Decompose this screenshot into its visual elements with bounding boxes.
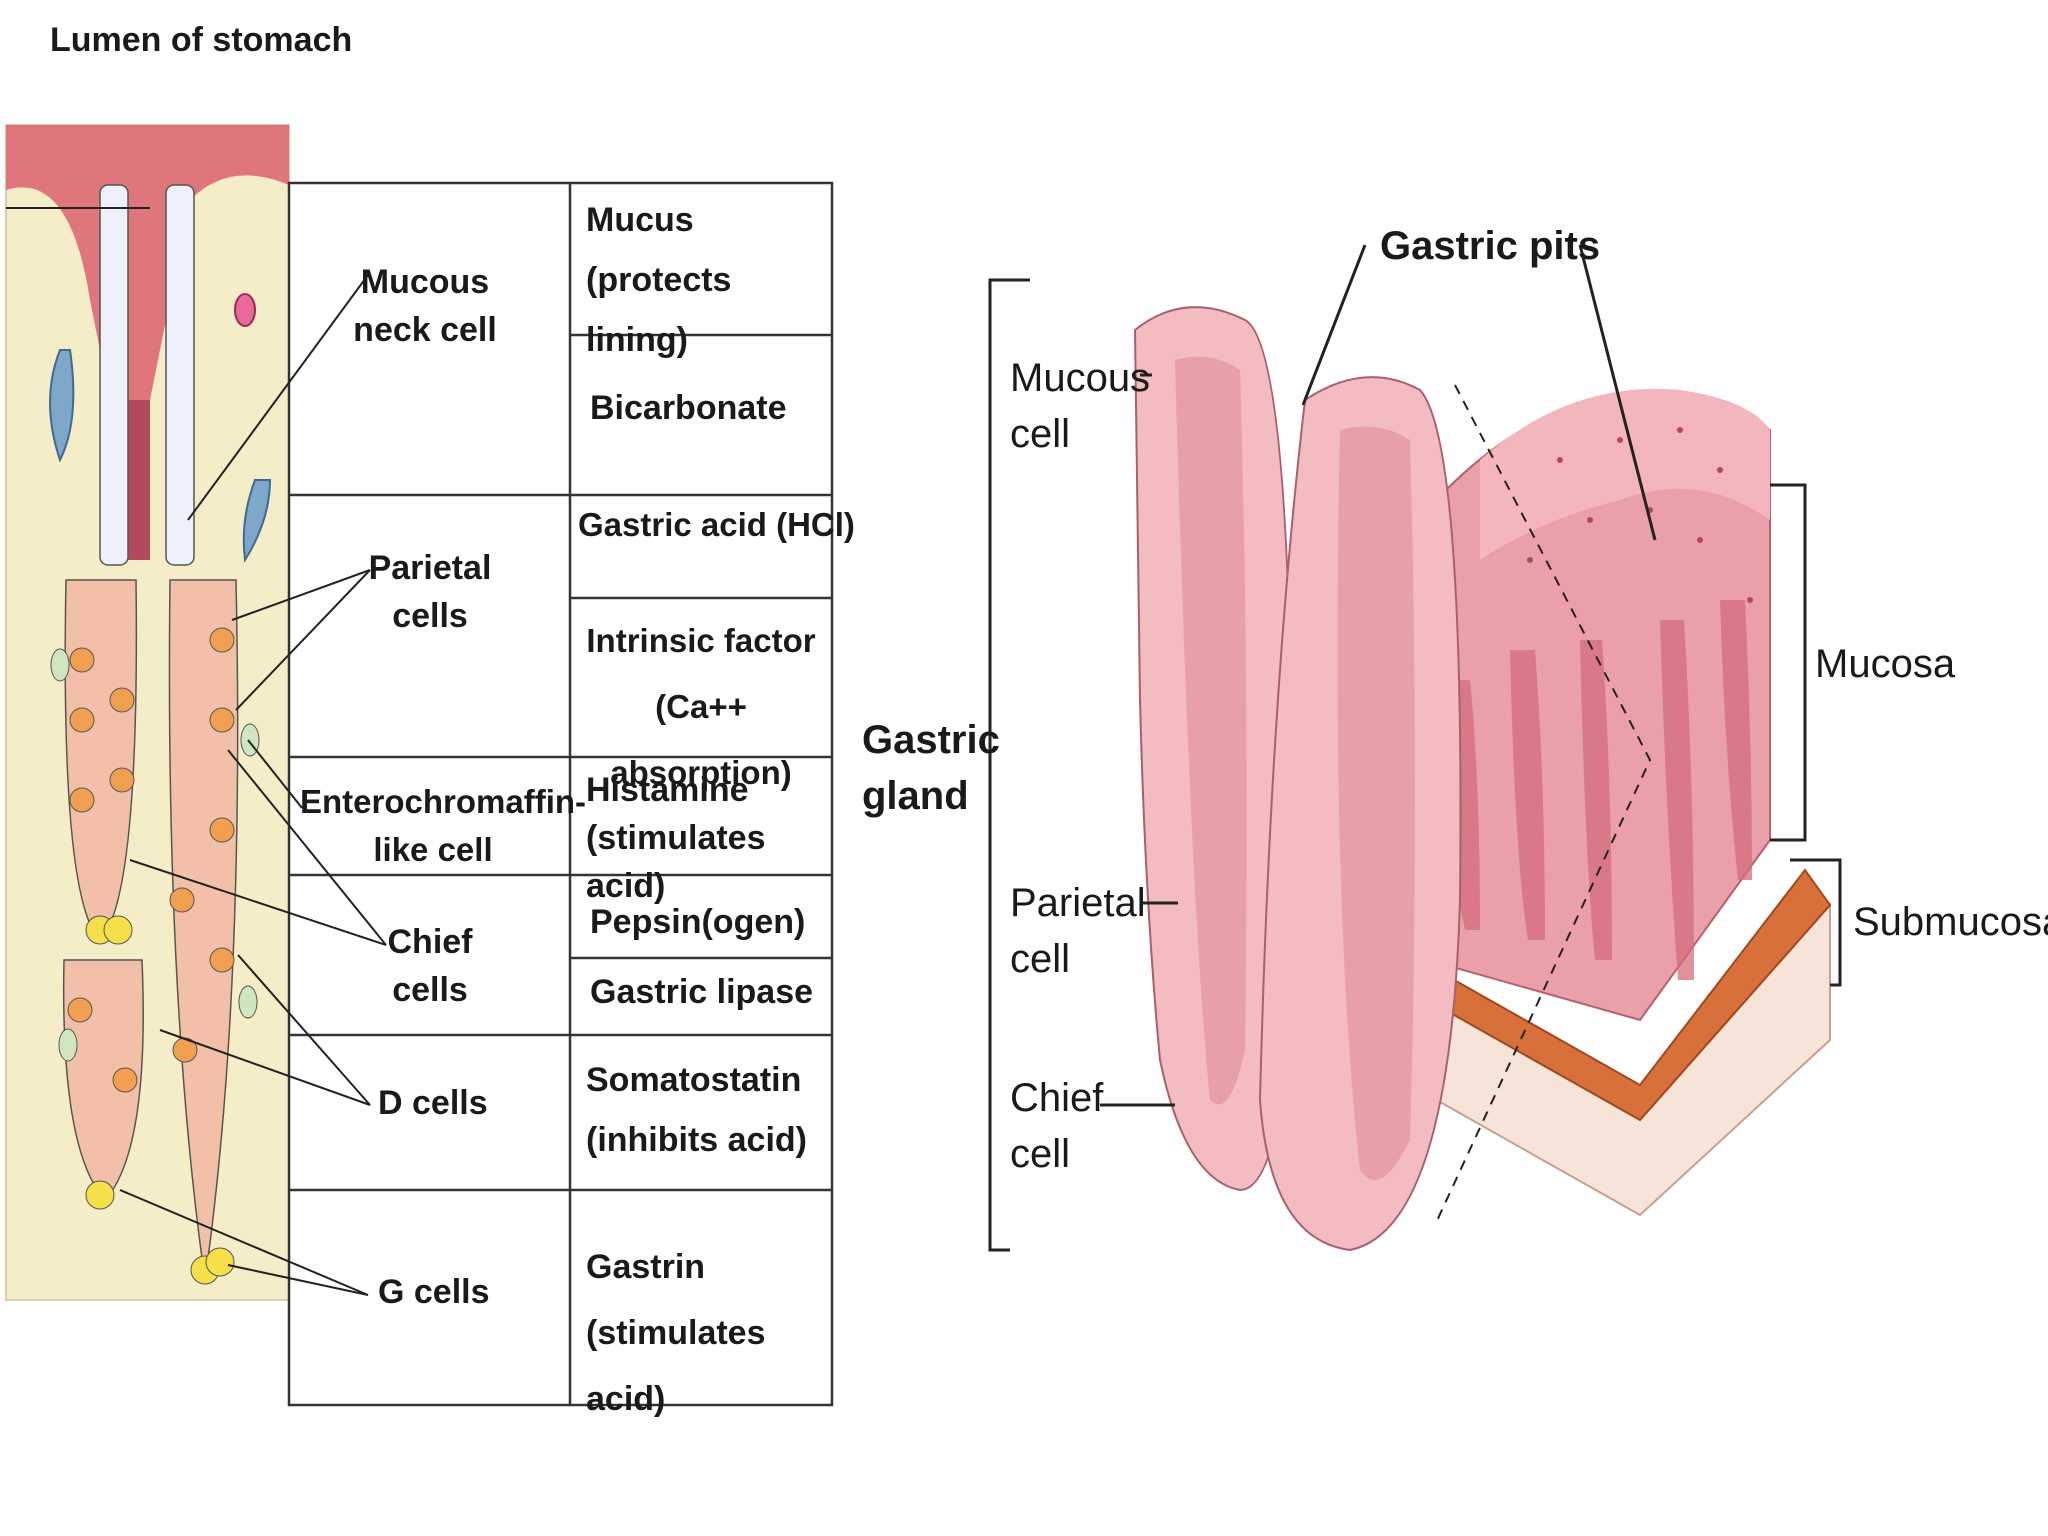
mucous-cell-label: Mucous cell: [1010, 356, 1151, 456]
cell-label-mucous-neck: Mucous neck cell: [353, 263, 497, 349]
cell-label-ecl: Enterochromaffin-like cell: [300, 783, 587, 868]
gastric-pits-label: Gastric pits: [1380, 224, 1601, 268]
secretion-gastrin: Gastrin (stimulates acid): [586, 1248, 766, 1418]
secretion-somatostatin: Somatostatin (inhibits acid): [586, 1061, 807, 1159]
secretion-pepsinogen: Pepsin(ogen): [590, 903, 806, 941]
mucosa-label: Mucosa: [1815, 642, 1956, 686]
cell-label-g-cells: G cells: [378, 1273, 490, 1311]
secretion-gastric-acid: Gastric acid (HCl): [578, 506, 855, 543]
submucosa-label: Submucosa: [1853, 900, 2048, 944]
secretion-bicarbonate: Bicarbonate: [590, 389, 787, 427]
parietal-cell-label: Parietal cell: [1010, 881, 1146, 981]
right-annotation-lines: [988, 244, 1842, 1252]
secretion-gastric-lipase: Gastric lipase: [590, 973, 814, 1011]
left-pointer-lines: [119, 274, 387, 1296]
cell-label-parietal: Parietal cells: [368, 549, 492, 635]
cell-label-chief: Chief cells: [387, 923, 473, 1009]
secretion-histamine: Histamine (stimulates acid): [586, 771, 766, 905]
cell-secretion-table: [287, 181, 834, 1407]
left-gland-drawing: [5, 124, 290, 1301]
secretion-intrinsic-factor: Intrinsic factor (Ca++ absorption): [586, 622, 816, 791]
secretion-mucus: Mucus (protects lining): [586, 201, 732, 359]
lumen-of-stomach-label: Lumen of stomach: [50, 21, 353, 59]
cell-label-d-cells: D cells: [378, 1084, 488, 1122]
gastric-gland-label: Gastric gland: [862, 718, 1000, 818]
right-gland-drawing: [1133, 306, 1832, 1252]
chief-cell-label: Chief cell: [1010, 1076, 1104, 1176]
